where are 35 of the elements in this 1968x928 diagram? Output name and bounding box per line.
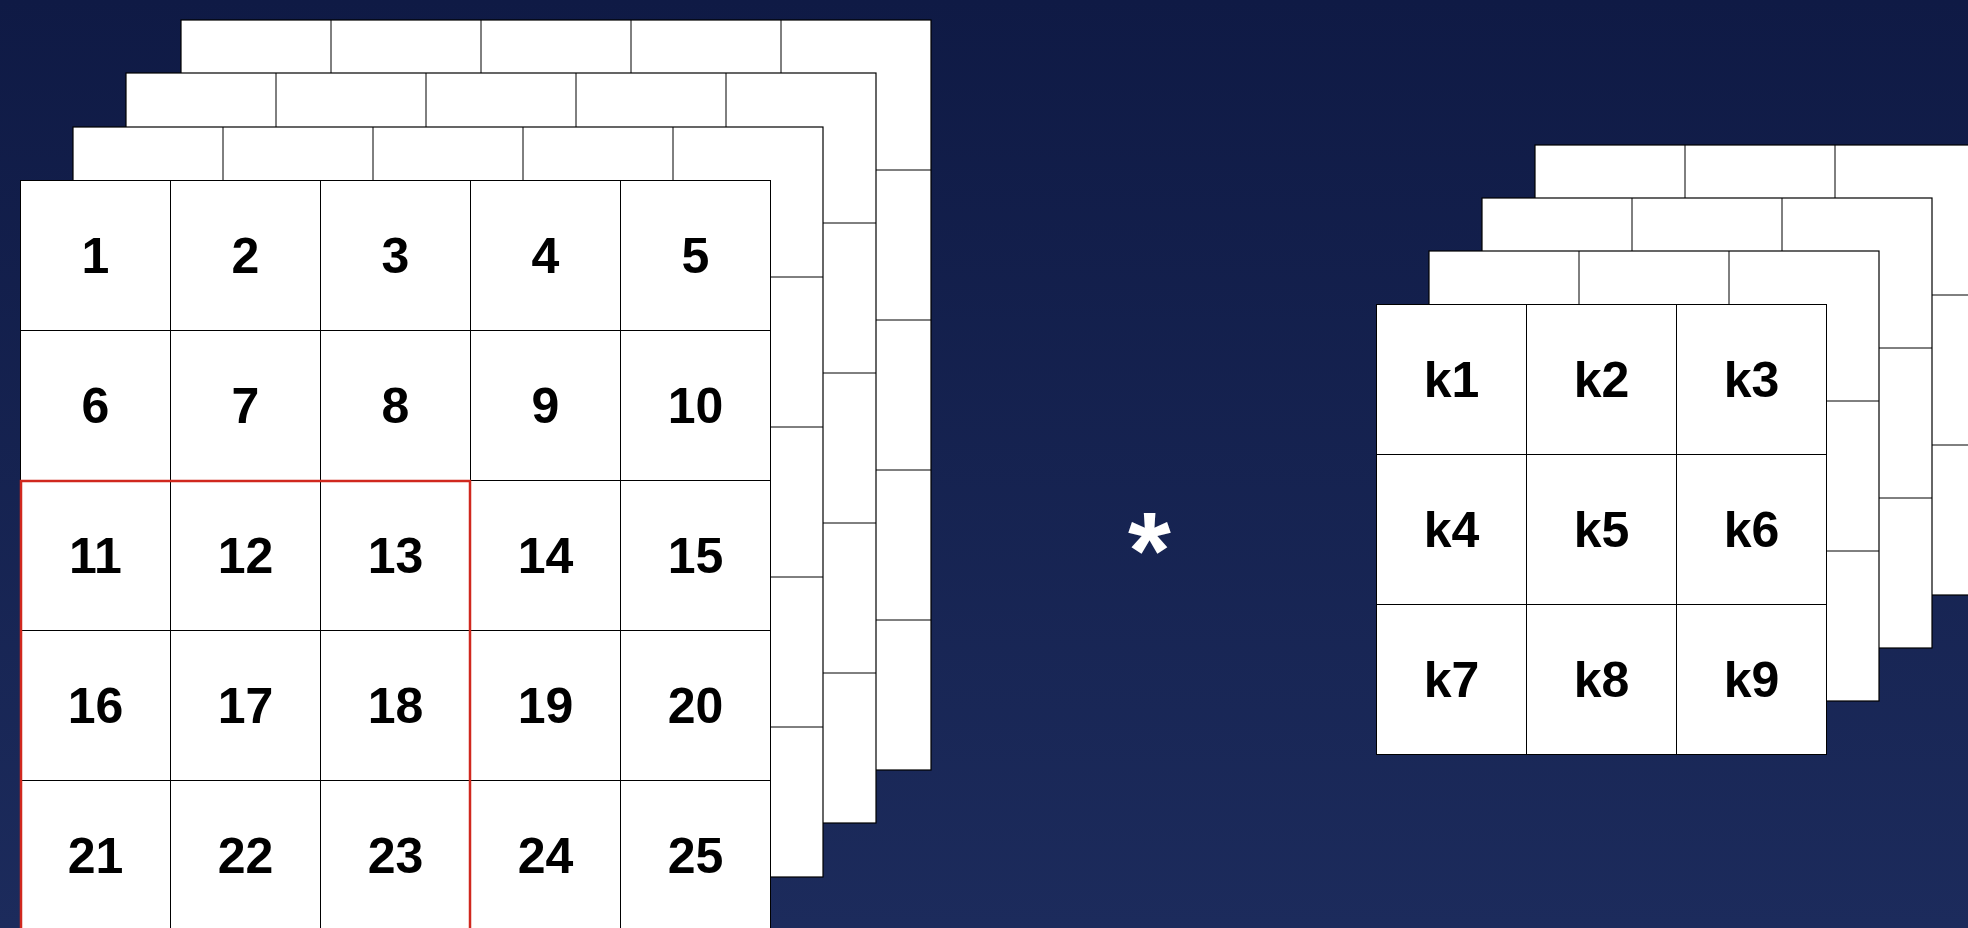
matrix-cell: 13: [320, 480, 471, 631]
matrix-cell: 20: [620, 630, 771, 781]
matrix-cell: k7: [1376, 604, 1527, 755]
matrix-cell: 4: [470, 180, 621, 331]
matrix-cell: 3: [320, 180, 471, 331]
matrix-cell: k2: [1526, 304, 1677, 455]
matrix-cell: 9: [470, 330, 621, 481]
matrix-cell: 5: [620, 180, 771, 331]
matrix-cell: k9: [1676, 604, 1827, 755]
matrix-cell: k8: [1526, 604, 1677, 755]
matrix-cell: 17: [170, 630, 321, 781]
matrix-cell: 18: [320, 630, 471, 781]
matrix-cell: 15: [620, 480, 771, 631]
matrix-cell: 14: [470, 480, 621, 631]
matrix-cell: 12: [170, 480, 321, 631]
matrix-cell: 10: [620, 330, 771, 481]
matrix-cell: 6: [20, 330, 171, 481]
matrix-cell: k5: [1526, 454, 1677, 605]
matrix-cell: 22: [170, 780, 321, 928]
convolution-operator: *: [1128, 495, 1171, 605]
matrix-cell: 25: [620, 780, 771, 928]
matrix-cell: 7: [170, 330, 321, 481]
matrix-cell: 16: [20, 630, 171, 781]
matrix-cell: 24: [470, 780, 621, 928]
matrix-cell: 1: [20, 180, 171, 331]
matrix-cell: k6: [1676, 454, 1827, 605]
matrix-cell: k4: [1376, 454, 1527, 605]
matrix-cell: 8: [320, 330, 471, 481]
matrix-cell: 23: [320, 780, 471, 928]
matrix-cell: 21: [20, 780, 171, 928]
matrix-cell: k1: [1376, 304, 1527, 455]
matrix-cell: k3: [1676, 304, 1827, 455]
matrix-cell: 19: [470, 630, 621, 781]
matrix-cell: 11: [20, 480, 171, 631]
matrix-cell: 2: [170, 180, 321, 331]
